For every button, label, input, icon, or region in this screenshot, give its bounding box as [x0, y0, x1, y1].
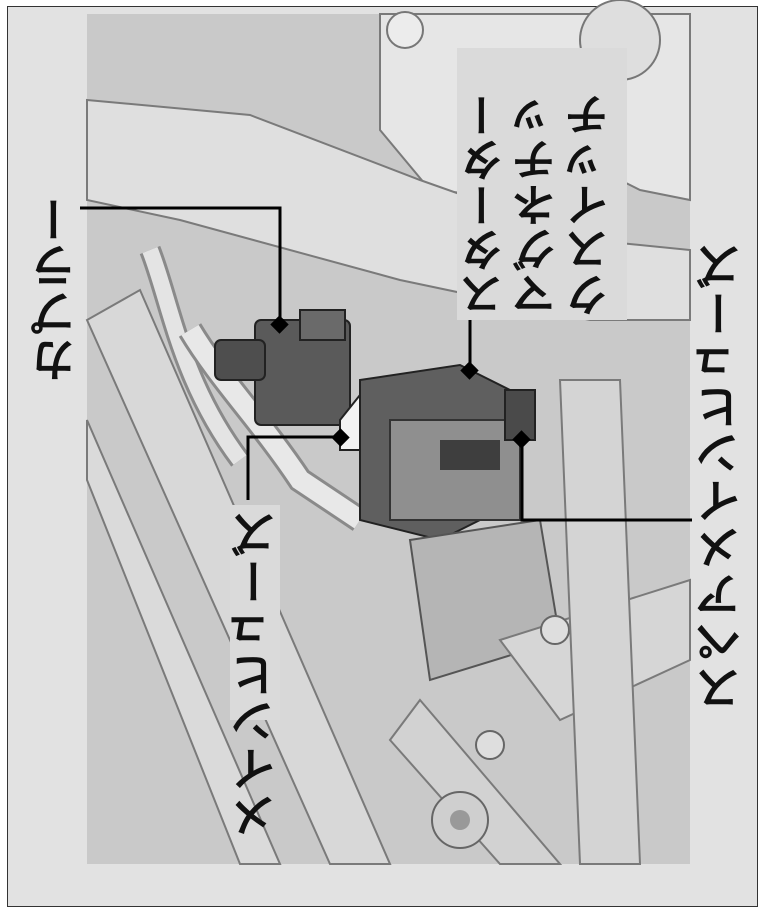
spare-main-fuse-label: スペアメインヒューズ	[695, 242, 748, 712]
starter-magnetic-switch-text: スターターマグネチックスイッチ	[460, 92, 617, 317]
coupler-label: カプラー	[30, 195, 83, 383]
starter-magnetic-switch-label: スターターマグネチックスイッチ	[460, 52, 618, 317]
main-fuse-label: メインヒューズ	[230, 510, 283, 839]
